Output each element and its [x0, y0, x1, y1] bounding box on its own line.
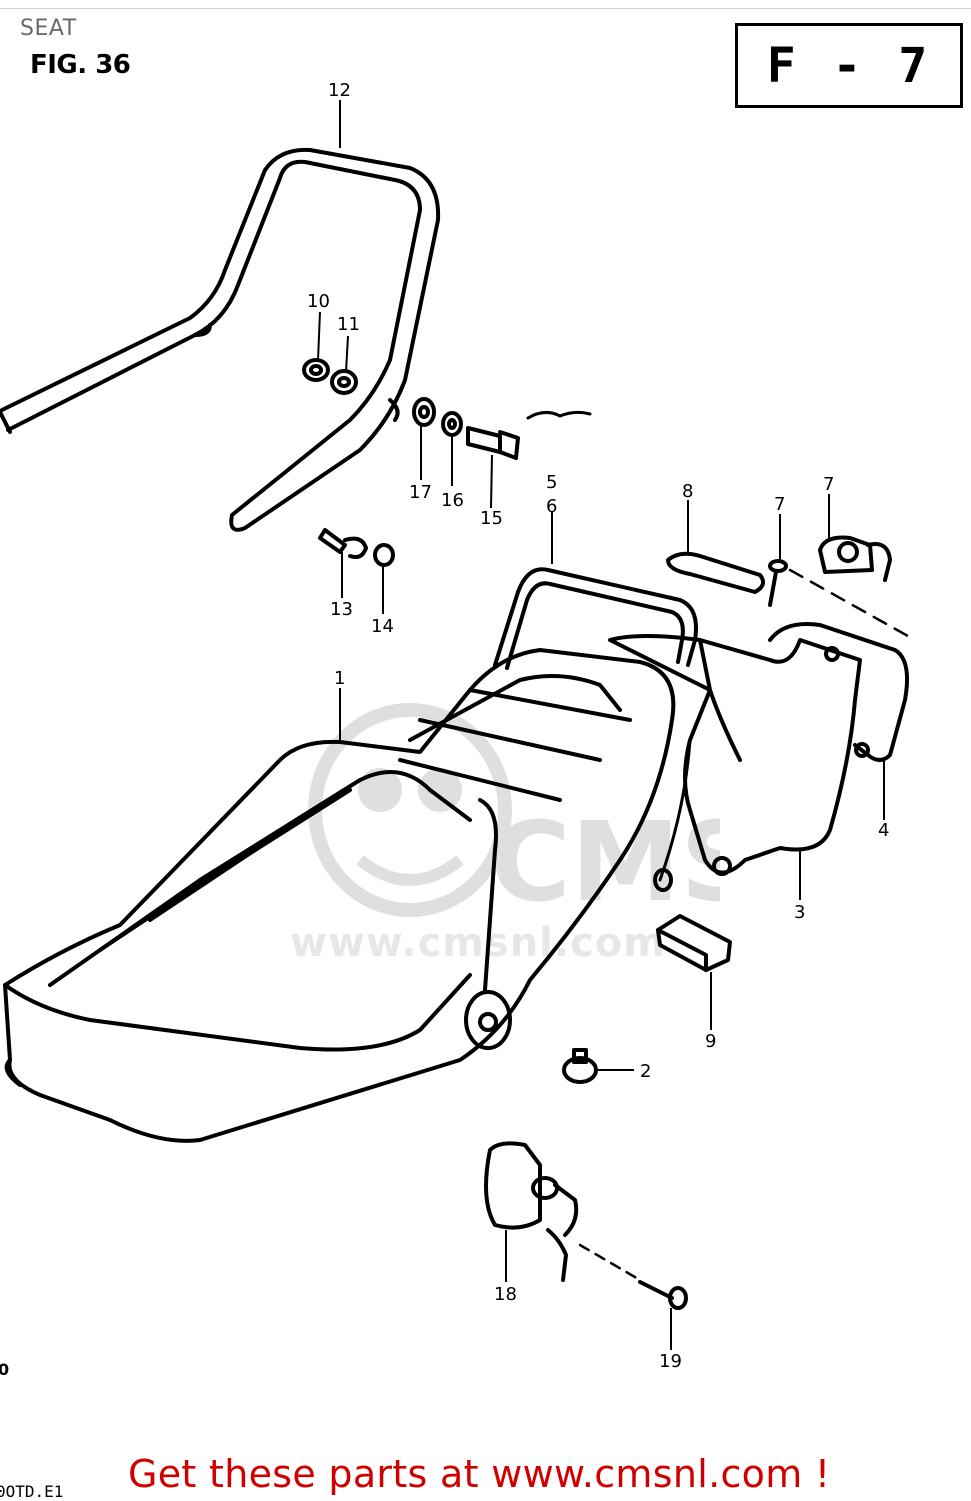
callout-10: 10 [307, 291, 330, 312]
bolt-part-2 [562, 1048, 598, 1084]
callout-15: 15 [480, 508, 503, 529]
callout-2: 2 [640, 1061, 651, 1082]
callout-6: 6 [546, 496, 557, 517]
edge-mark: 0 [0, 1360, 10, 1379]
callout-9: 9 [705, 1031, 716, 1052]
watermark-logo-icon: CMS [308, 703, 720, 926]
callout-5: 5 [546, 472, 557, 493]
handle-part-5-6 [493, 567, 698, 670]
bracket-part-4 [768, 622, 909, 762]
callout-18: 18 [494, 1284, 517, 1305]
lock-part-18 [484, 1141, 579, 1282]
callout-4: 4 [878, 820, 889, 841]
badge-part-8 [666, 551, 766, 594]
lock-part-7 [818, 535, 892, 582]
seat-part-1 [3, 648, 692, 1143]
callout-1: 1 [334, 668, 345, 689]
callout-7a: 7 [774, 494, 785, 515]
washer-part-11 [330, 369, 358, 395]
callout-16: 16 [441, 490, 464, 511]
callout-8: 8 [682, 481, 693, 502]
promo-link[interactable]: Get these parts at www.cmsnl.com ! [128, 1452, 831, 1496]
washer-part-17 [412, 397, 436, 427]
grab-rail-part-12 [0, 147, 441, 532]
bolt-part-15 [466, 426, 520, 460]
diagram-code: 0OTD.E1 [0, 1482, 64, 1501]
callout-12: 12 [328, 80, 351, 101]
callout-19: 19 [659, 1351, 682, 1372]
callout-11: 11 [337, 314, 360, 335]
watermark-text: www.cmsnl.com [290, 920, 666, 966]
callout-7b: 7 [823, 474, 834, 495]
figure-label: FIG. 36 [30, 50, 131, 80]
tail-cowl-part-3 [608, 634, 862, 876]
pad-part-9 [656, 914, 732, 972]
top-divider [0, 8, 971, 9]
svg-text:CMS: CMS [490, 798, 720, 926]
screw-part-7 [768, 559, 788, 607]
washer-part-16 [441, 411, 463, 437]
callout-13: 13 [330, 599, 353, 620]
callout-14: 14 [371, 616, 394, 637]
section-title: SEAT [20, 16, 77, 41]
bolt-part-13 [318, 528, 368, 559]
callout-17: 17 [409, 482, 432, 503]
screw-part-19 [638, 1280, 688, 1310]
nut-part-14 [373, 543, 395, 567]
page-code-box: F - 7 [735, 23, 963, 108]
nut-part-10 [302, 358, 330, 382]
callout-3: 3 [794, 902, 805, 923]
page-code: F - 7 [766, 37, 932, 94]
